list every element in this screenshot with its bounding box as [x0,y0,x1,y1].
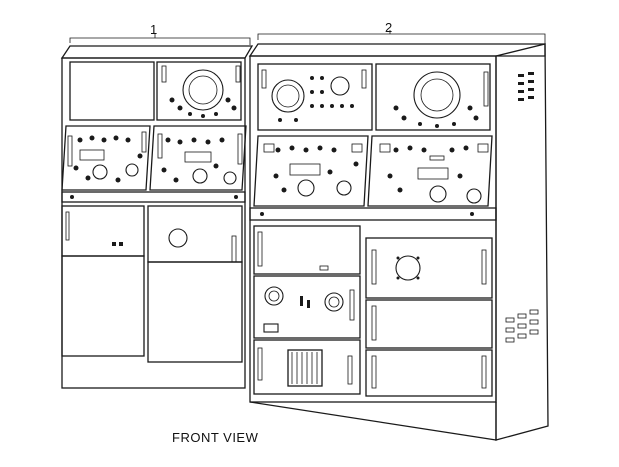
cabinet-2-meter-panel [253,275,361,339]
cabinet-2-control-panel-left [253,135,369,207]
cabinet-2-label: 2 [385,20,393,35]
cabinet-2-scope-panel-large [375,63,491,131]
cabinet-1-control-panel-right [149,125,247,191]
cabinet-2-right-drawer-1 [365,237,493,299]
cabinet-1-lower-door-left [61,205,145,357]
cabinet-2 [248,43,549,441]
cabinet-1-control-panel-left [61,125,151,191]
cabinet-2-scope-panel-small [257,63,373,131]
cabinet-2-side-vents [505,72,539,343]
cabinet-1-bracket [69,33,251,45]
cabinet-1-scope-panel [156,61,242,121]
cabinet-2-trim-strip [249,207,497,221]
cabinet-2-drawer-upper [253,225,361,275]
cabinet-2-side-panel [495,43,549,441]
front-view-caption: FRONT VIEW [172,430,259,445]
cabinet-1-lower-door-right [147,205,243,363]
cabinet-2-bracket [257,30,546,44]
cabinet-2-right-drawer-3 [365,349,493,397]
cabinet-1 [60,45,254,389]
cabinet-2-control-panel-right [367,135,493,207]
cabinet-2-right-drawer-2 [365,299,493,349]
cabinet-1-label: 1 [150,22,158,37]
cabinet-2-base [249,401,497,441]
cabinet-1-blank-panel [69,61,155,121]
cabinet-1-trim-strip [61,191,246,203]
cabinet-2-vent-drawer [253,339,361,395]
